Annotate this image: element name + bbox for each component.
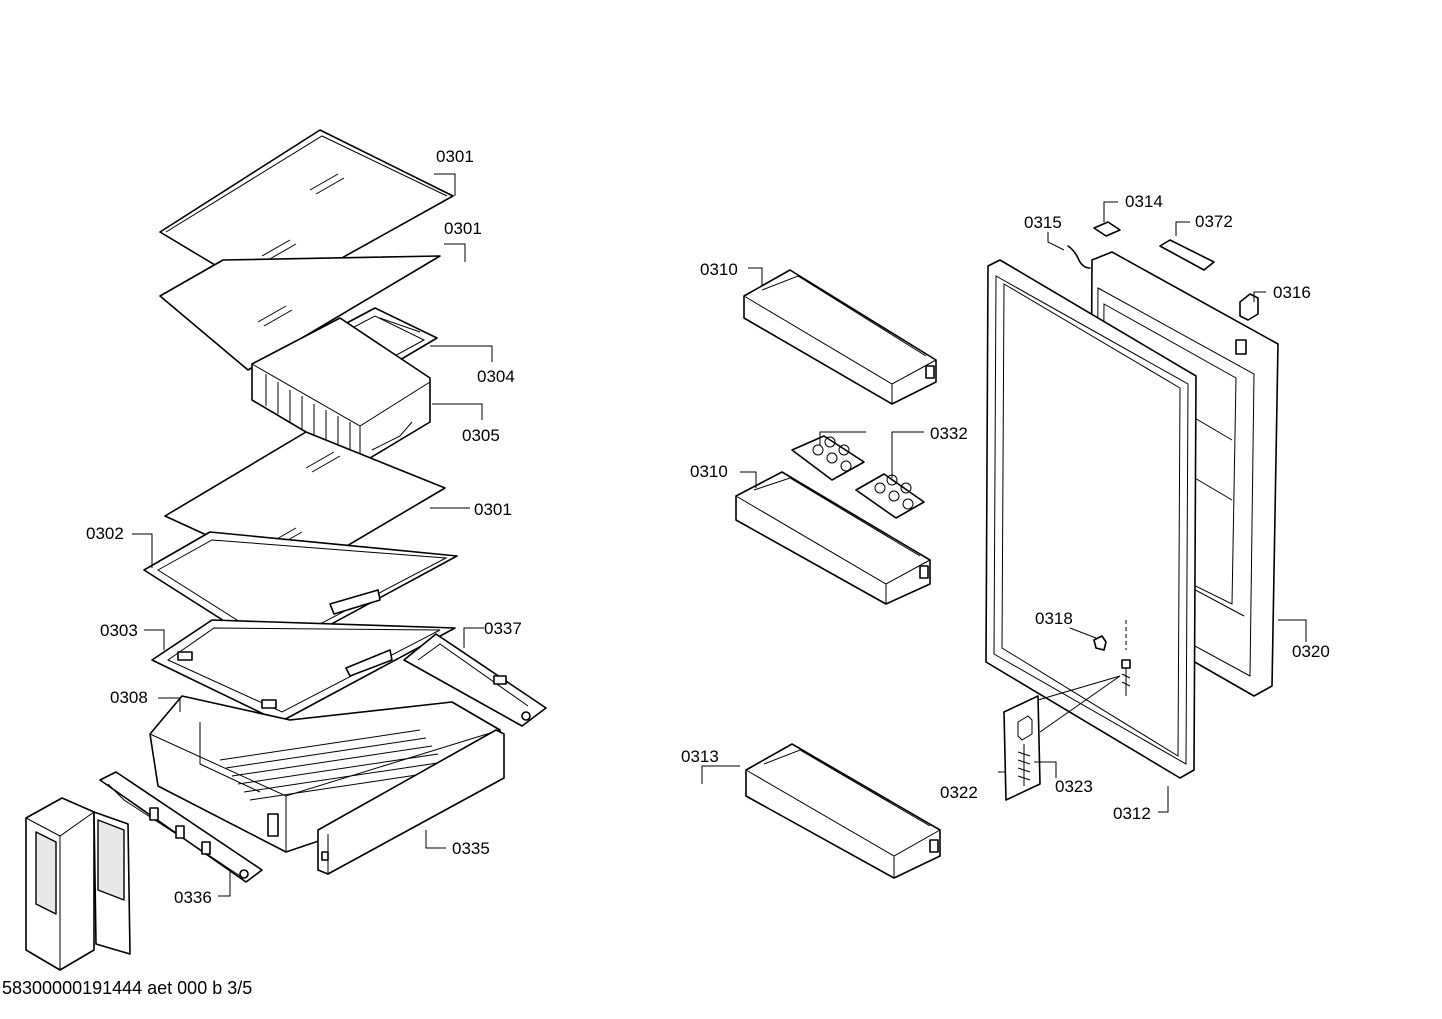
hinge-screw bbox=[1121, 620, 1131, 696]
glass-shelf-lower bbox=[151, 619, 456, 723]
label-0301-top: 0301 bbox=[436, 147, 474, 166]
label-0301-third: 0301 bbox=[474, 500, 512, 519]
door-pin bbox=[1093, 635, 1107, 651]
egg-tray-left bbox=[791, 435, 865, 481]
label-0312: 0312 bbox=[1113, 804, 1151, 823]
label-0305: 0305 bbox=[462, 426, 500, 445]
label-0302: 0302 bbox=[86, 524, 124, 543]
top-cap bbox=[1093, 221, 1121, 237]
label-0320: 0320 bbox=[1292, 642, 1330, 661]
label-0316: 0316 bbox=[1273, 283, 1311, 302]
label-0308: 0308 bbox=[110, 688, 148, 707]
glass-shelf-second bbox=[159, 255, 441, 371]
label-0336: 0336 bbox=[174, 888, 212, 907]
label-0301-second: 0301 bbox=[444, 219, 482, 238]
door-bin-top bbox=[743, 269, 937, 405]
label-0322: 0322 bbox=[940, 783, 978, 802]
corner-cap bbox=[1239, 293, 1259, 321]
label-0315: 0315 bbox=[1024, 213, 1062, 232]
door-bin-bottom bbox=[745, 743, 941, 879]
label-0313: 0313 bbox=[681, 747, 719, 766]
label-0335: 0335 bbox=[452, 839, 490, 858]
document-reference-footer: 58300000191444 aet 000 b 3/5 bbox=[2, 978, 253, 998]
egg-tray-right bbox=[855, 473, 925, 519]
cover-strip bbox=[1159, 239, 1215, 271]
part-labels: 0301 0301 0304 0305 0301 0302 0303 0337 … bbox=[86, 147, 1330, 907]
door-gasket bbox=[985, 259, 1197, 779]
label-0332: 0332 bbox=[930, 424, 968, 443]
label-0314: 0314 bbox=[1125, 192, 1163, 211]
hinge-clip bbox=[1067, 245, 1091, 269]
drawer-front-panel bbox=[317, 729, 505, 875]
label-0323: 0323 bbox=[1055, 777, 1093, 796]
label-0310-top: 0310 bbox=[700, 260, 738, 279]
crisper-drawer bbox=[251, 317, 431, 465]
label-0304: 0304 bbox=[477, 367, 515, 386]
label-0337: 0337 bbox=[484, 619, 522, 638]
side-rail bbox=[99, 771, 263, 883]
screw-detail-box bbox=[1003, 675, 1121, 801]
drawer-rail bbox=[403, 633, 547, 727]
label-0303: 0303 bbox=[100, 621, 138, 640]
label-0372: 0372 bbox=[1195, 212, 1233, 231]
appliance-thumbnail bbox=[25, 797, 131, 971]
label-0310-middle: 0310 bbox=[690, 462, 728, 481]
door-bin-middle bbox=[735, 471, 931, 605]
label-0318: 0318 bbox=[1035, 609, 1073, 628]
leader-lines bbox=[132, 173, 1307, 897]
